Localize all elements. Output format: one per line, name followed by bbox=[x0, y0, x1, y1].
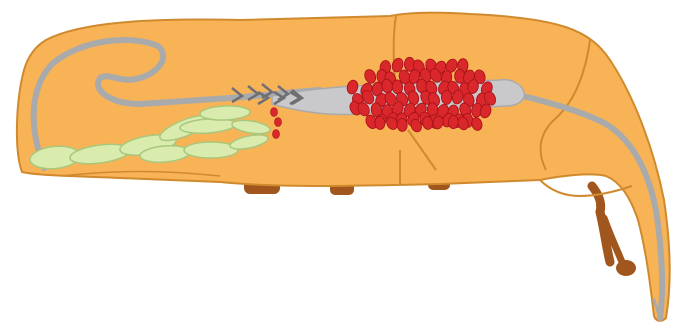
egg-75 bbox=[448, 115, 458, 128]
egg-41 bbox=[441, 90, 452, 104]
red-dot-1 bbox=[271, 108, 278, 117]
egg-71 bbox=[397, 118, 408, 131]
red-dot-3 bbox=[273, 130, 280, 139]
red-dot-2 bbox=[275, 118, 282, 127]
organism-body bbox=[17, 13, 670, 321]
